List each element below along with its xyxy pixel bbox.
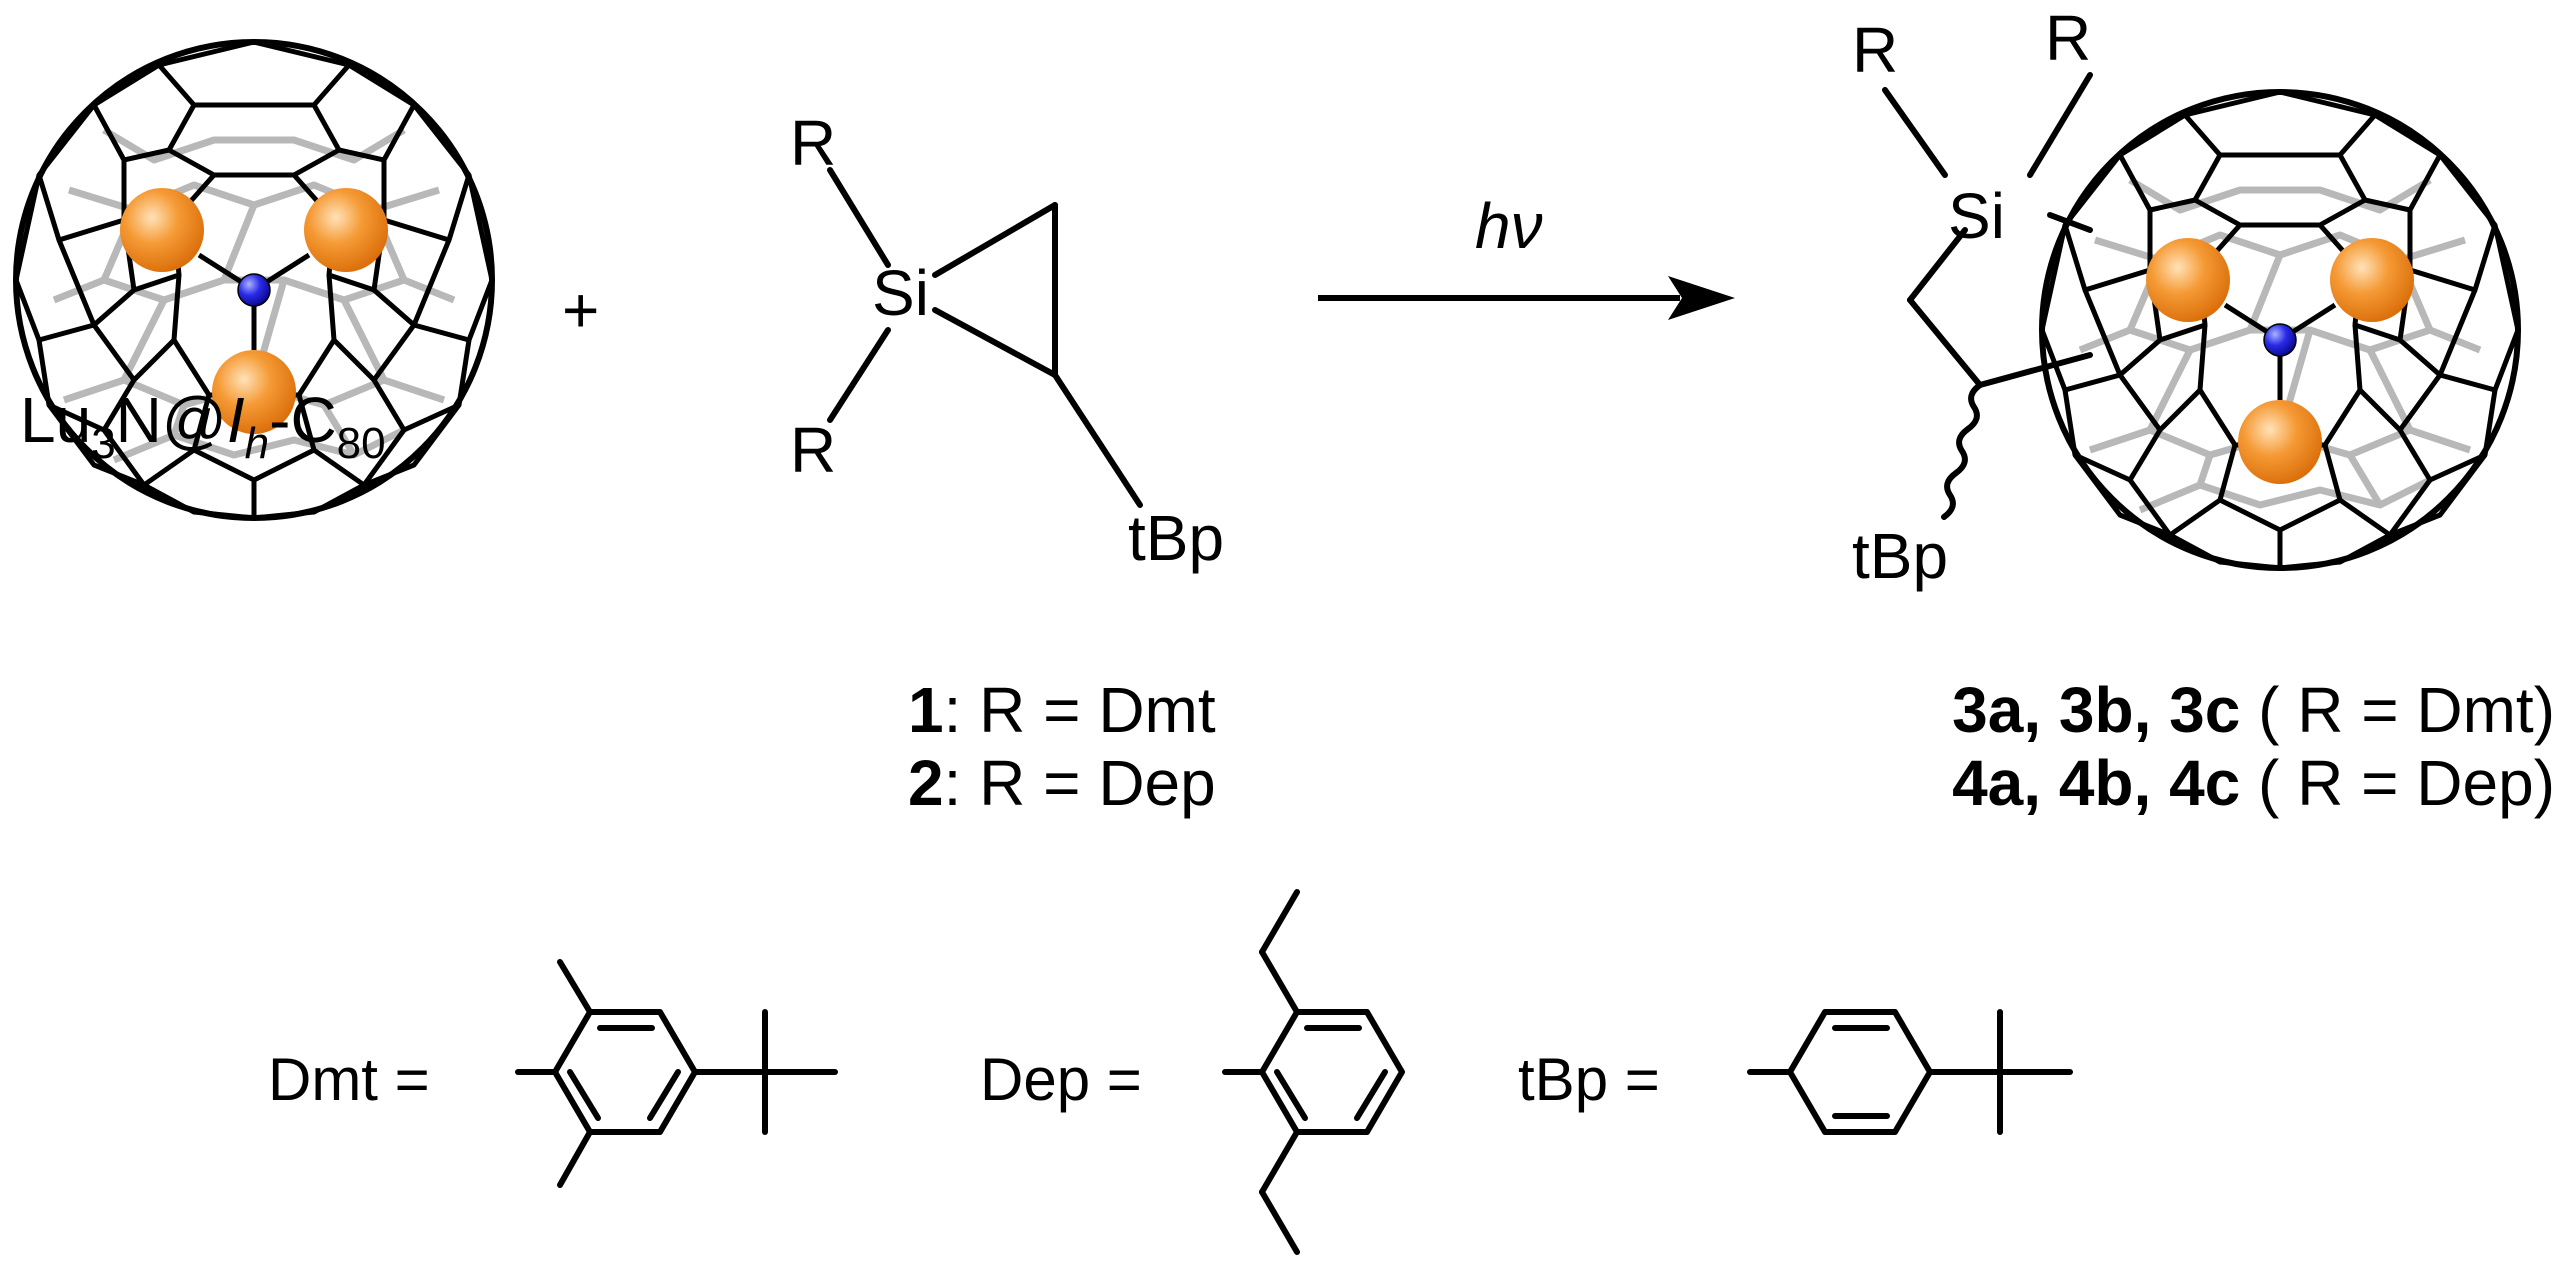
- product-r-right: R: [2045, 2, 2091, 74]
- silirane-tbp: tBp: [1128, 502, 1224, 574]
- caption-compound-1: 1: R = Dmt: [908, 674, 1216, 746]
- product-tbp: tBp: [1852, 520, 1948, 592]
- plus-sign: +: [562, 274, 599, 346]
- silirane-r-top: R: [790, 107, 836, 179]
- tbp-definition-label: tBp =: [1518, 1046, 1660, 1113]
- silirane-structure: [827, 167, 1143, 508]
- dmt-structure: [515, 959, 838, 1188]
- dep-structure: [1222, 889, 1405, 1255]
- product-fullerene: [2042, 92, 2518, 568]
- dmt-definition-label: Dmt =: [268, 1046, 430, 1113]
- tbp-structure: [1747, 1009, 2073, 1135]
- dep-definition-label: Dep =: [980, 1046, 1142, 1113]
- silirane-si: Si: [872, 257, 929, 329]
- caption-product-dep: 4a, 4b, 4c ( R = Dep): [1952, 747, 2555, 819]
- reaction-arrow: [1318, 276, 1735, 320]
- fullerene-label: Lu3N@Ih-C80: [20, 384, 386, 468]
- arrow-label-hv: hν: [1475, 190, 1543, 262]
- product-structure: [1882, 72, 2093, 520]
- caption-compound-2: 2: R = Dep: [908, 747, 1216, 819]
- caption-product-dmt: 3a, 3b, 3c ( R = Dmt): [1952, 674, 2555, 746]
- silirane-r-bottom: R: [790, 414, 836, 486]
- product-r-left: R: [1852, 14, 1898, 86]
- product-si: Si: [1948, 180, 2005, 252]
